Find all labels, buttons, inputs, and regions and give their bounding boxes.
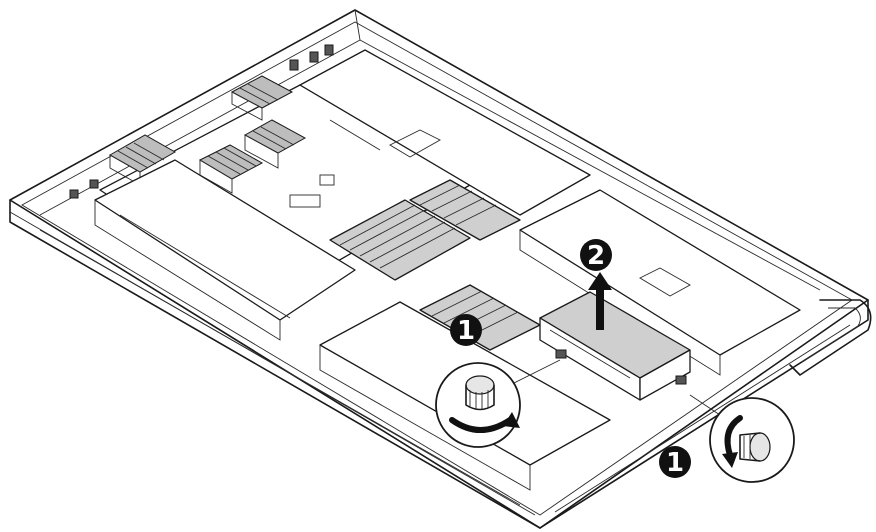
dimm-bank-center <box>329 199 471 281</box>
right-riser-cover <box>519 189 801 376</box>
cpu-heatsink-2 <box>243 119 307 169</box>
step-number-1-left: 1 <box>457 316 475 346</box>
cpu-heatsink-1 <box>198 144 264 194</box>
step-badge-1-left: 1 <box>450 314 482 346</box>
rotate-counterclockwise-icon <box>449 412 520 433</box>
step-number-1-right: 1 <box>666 448 684 478</box>
step-badge-2: 2 <box>580 239 612 271</box>
arrow-up-icon <box>588 272 612 330</box>
thumbscrew-callout-right <box>689 394 795 483</box>
step-number-2: 2 <box>587 241 605 271</box>
dimm-bank-upper <box>409 179 521 241</box>
heatsink-left <box>108 134 177 186</box>
removable-module <box>539 291 691 401</box>
rotate-clockwise-icon <box>722 415 743 468</box>
heatsink-top <box>230 75 294 121</box>
rear-cover <box>299 49 591 216</box>
chassis-tray <box>9 9 872 529</box>
thumbscrew-callout-left <box>435 359 561 448</box>
step-badge-1-right: 1 <box>659 446 691 478</box>
left-riser-cover <box>94 159 356 341</box>
